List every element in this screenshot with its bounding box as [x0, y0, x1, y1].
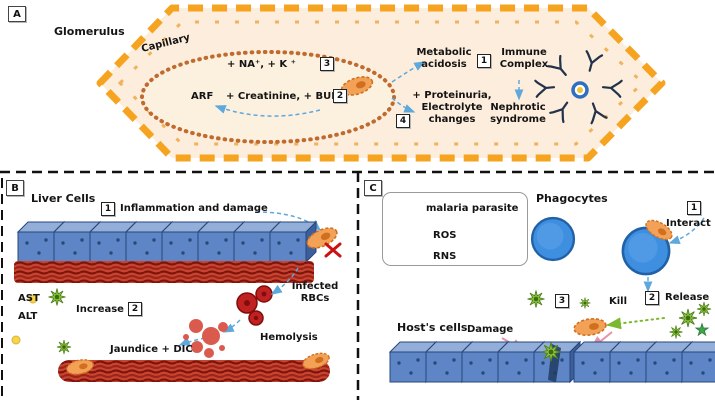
- panel-c-label: C: [364, 180, 382, 196]
- release-label: Release: [665, 292, 710, 303]
- step-1-tag: 1: [477, 54, 491, 68]
- arrow-interact: [668, 217, 705, 244]
- step-3-tag: 3: [320, 57, 334, 71]
- glomerulus-title: Glomerulus: [54, 25, 125, 38]
- creatinine-bun-label: + Creatinine, + BUN: [226, 91, 340, 102]
- jaundice-dic-label: Jaundice + DIC: [110, 344, 193, 355]
- liver-sinusoid-tissue: [14, 261, 314, 283]
- panel-a-label: A: [8, 6, 26, 22]
- arrow-to-arf: [214, 105, 321, 117]
- ros-burst-icon: [696, 301, 712, 317]
- rns-star-icon: [695, 323, 709, 336]
- blood-vessel: [58, 360, 330, 382]
- capillary-loop: [140, 50, 396, 144]
- interact-label: Interact: [666, 218, 711, 229]
- ros-burst-icon: [669, 325, 683, 339]
- arrow-to-proteinuria: [391, 97, 416, 113]
- alt-label: ALT: [18, 311, 38, 322]
- step-1-tag-b: 1: [101, 202, 115, 216]
- hemolysis-label: Hemolysis: [260, 332, 318, 343]
- legend-rns-label: RNS: [433, 251, 457, 262]
- phagocyte-cell: [530, 216, 576, 262]
- hemolysis-splatter: [183, 319, 228, 358]
- step-2-tag: 2: [333, 89, 347, 103]
- inflammation-label: Inflammation and damage: [120, 203, 268, 214]
- arrow-kill: [606, 317, 665, 330]
- ros-burst-icon: [56, 339, 72, 355]
- step-1-tag-c: 1: [687, 201, 701, 215]
- bilirubin-dot-icon: [28, 294, 38, 304]
- damage-label: Damage: [467, 324, 514, 335]
- rbc-parasite-spot: [244, 300, 250, 306]
- ros-burst-icon: [678, 308, 698, 328]
- panel-b-label: B: [6, 180, 24, 196]
- increase-label: Increase: [76, 304, 124, 315]
- hosts-cells-label: Host's cells: [397, 321, 468, 334]
- step-3-tag-c: 3: [555, 294, 569, 308]
- arf-label: ARF: [191, 91, 214, 102]
- infected-rbcs-label: Infected RBCs: [291, 281, 339, 304]
- legend-ros-label: ROS: [433, 230, 457, 241]
- immune-complex-core-center: [577, 87, 583, 93]
- damage-x-icon: [324, 242, 342, 258]
- sodium-potassium-label: + NA⁺, + K ⁺: [227, 59, 296, 70]
- arrow-inflammation-to-liver: [255, 211, 322, 232]
- step-2-tag-b: 2: [128, 302, 142, 316]
- immune-complex-label: Immune Complex: [499, 47, 549, 70]
- ros-burst-on-cell-icon: [541, 342, 561, 362]
- rbc-parasite-spot: [253, 315, 259, 321]
- bilirubin-dot-icon: [11, 335, 21, 345]
- legend-malaria-parasite-label: malaria parasite: [426, 203, 519, 214]
- host-cell-cube: [681, 341, 715, 383]
- step-4-tag: 4: [396, 114, 410, 128]
- arrow-rbc-to-hemolysis: [222, 319, 241, 333]
- arrow-to-metabolic-acidosis: [391, 61, 426, 83]
- proteinuria-label: + Proteinuria, Electrolyte changes: [412, 90, 492, 125]
- phagocytes-label: Phagocytes: [536, 192, 608, 205]
- arrow-liver-to-rbc: [270, 267, 299, 295]
- ros-burst-icon: [579, 297, 591, 309]
- legend-box: [382, 192, 528, 266]
- step-2-tag-c: 2: [645, 291, 659, 305]
- parasite-being-killed: [572, 316, 608, 338]
- nephrotic-syndrome-label: Nephrotic syndrome: [490, 102, 546, 125]
- ast-label: AST: [18, 293, 40, 304]
- rbc-parasite-spot: [261, 291, 267, 297]
- liver-cells-label: Liver Cells: [31, 192, 96, 205]
- kill-label: Kill: [609, 296, 628, 307]
- ros-burst-icon: [527, 290, 545, 308]
- ros-burst-icon: [48, 288, 66, 306]
- metabolic-acidosis-label: Metabolic acidosis: [416, 47, 472, 70]
